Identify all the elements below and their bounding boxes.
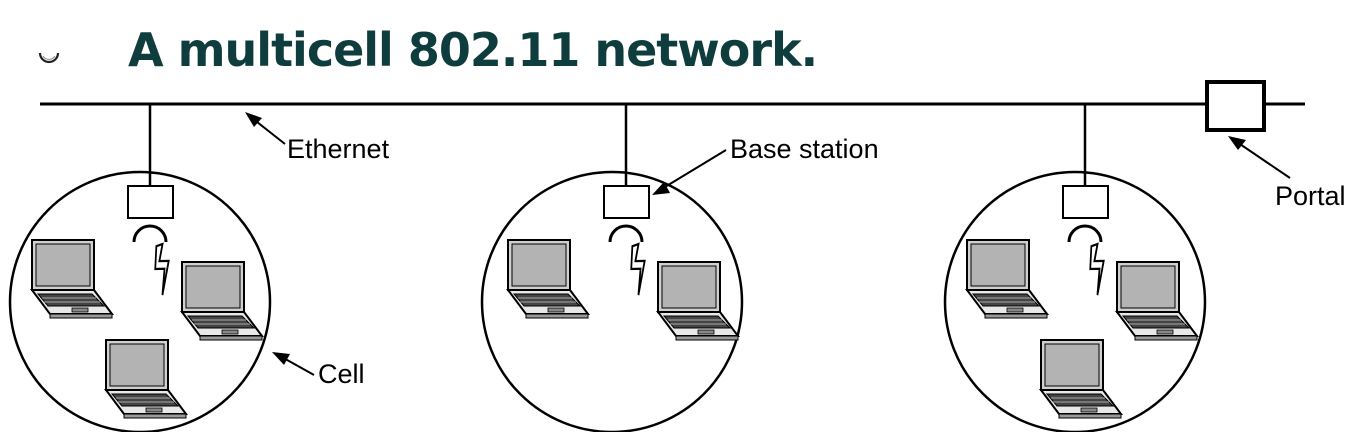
cell-circle [480, 170, 744, 432]
access-point-box-icon [127, 185, 174, 219]
cell-circle [8, 170, 272, 432]
lightning-bolt-icon [144, 242, 181, 297]
laptop-icon [181, 261, 263, 341]
cell-1 [8, 104, 272, 432]
cell-label: Cell [318, 359, 365, 389]
laptop-icon [31, 239, 113, 319]
portal-label: Portal [1275, 181, 1346, 211]
lightning-bolt-icon [1079, 242, 1116, 297]
slide-title: A multicell 802.11 network. [128, 23, 818, 77]
antenna-icon [132, 224, 168, 243]
antenna-icon [608, 224, 644, 243]
lightning-bolt-icon [620, 242, 657, 297]
laptop-icon [105, 339, 187, 419]
laptop-icon [507, 239, 589, 319]
portal-box-icon [1205, 80, 1266, 132]
ethernet-label: Ethernet [287, 134, 390, 164]
laptop-icon [657, 261, 739, 341]
bullet-icon [38, 52, 60, 64]
antenna-icon [1067, 224, 1103, 243]
laptop-icon [1040, 339, 1122, 419]
cell-2 [480, 104, 744, 432]
laptop-icon [966, 239, 1048, 319]
laptop-icon [1116, 261, 1198, 341]
cell-3 [943, 104, 1207, 432]
cell-circle [943, 170, 1207, 432]
access-point-box-icon [603, 185, 650, 219]
base-station-label: Base station [730, 134, 879, 164]
access-point-box-icon [1062, 185, 1109, 219]
